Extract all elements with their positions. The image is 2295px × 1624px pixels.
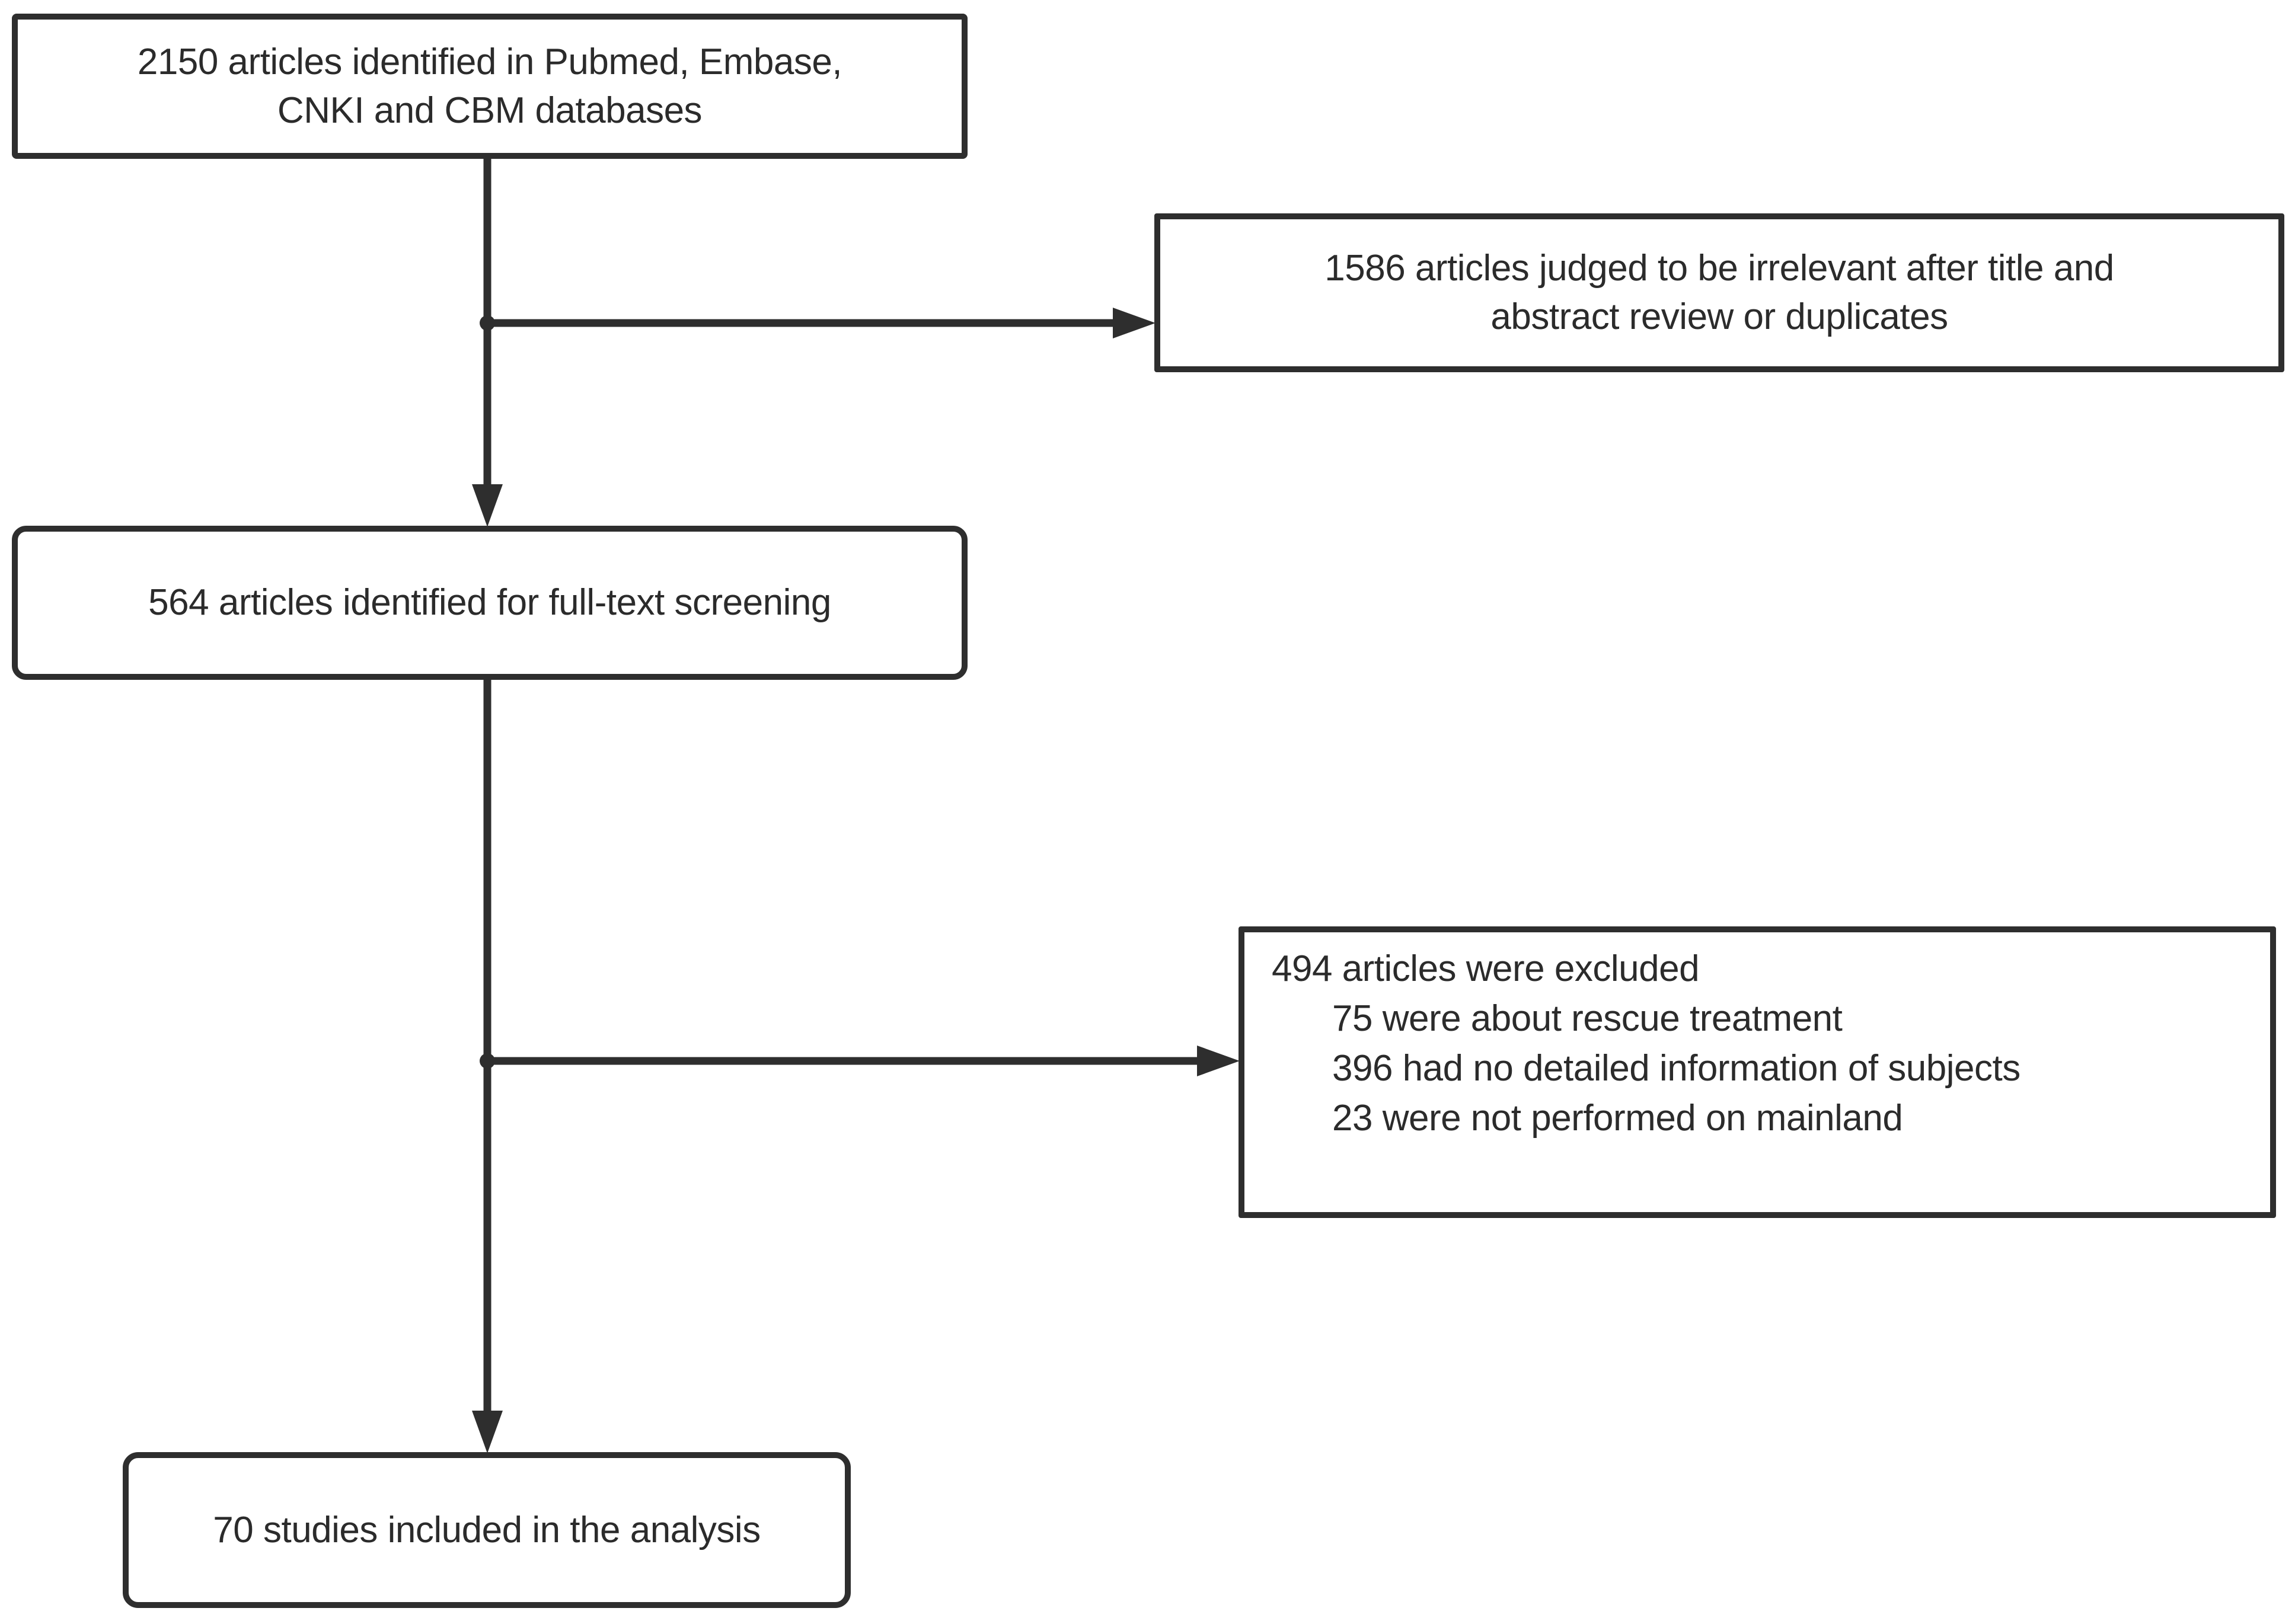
box-title-abstract-excluded-line2: abstract review or duplicates xyxy=(1490,296,1948,337)
box-fulltext-screening-text: 564 articles identified for full-text sc… xyxy=(148,582,831,623)
box-fulltext-screening: 564 articles identified for full-text sc… xyxy=(12,526,968,680)
box-articles-identified: 2150 articles identified in Pubmed, Emba… xyxy=(12,14,968,159)
box-fulltext-excluded-line1: 494 articles were excluded xyxy=(1272,948,1700,989)
arrowhead-right-title-abstract-excluded xyxy=(1113,308,1156,338)
box-articles-identified-line1: 2150 articles identified in Pubmed, Emba… xyxy=(137,41,842,82)
box-articles-identified-line2: CNKI and CBM databases xyxy=(277,89,703,131)
box-studies-included: 70 studies included in the analysis xyxy=(123,1452,851,1608)
arrowhead-down-fulltext xyxy=(472,484,503,527)
arrowhead-down-included xyxy=(472,1411,503,1453)
box-fulltext-excluded: 494 articles were excluded 75 were about… xyxy=(1239,926,2276,1218)
arrowhead-right-fulltext-excluded xyxy=(1197,1046,1240,1076)
box-title-abstract-excluded: 1586 articles judged to be irrelevant af… xyxy=(1154,213,2284,372)
box-title-abstract-excluded-line1: 1586 articles judged to be irrelevant af… xyxy=(1324,248,2114,289)
box-studies-included-text: 70 studies included in the analysis xyxy=(213,1509,761,1551)
box-fulltext-excluded-line2: 75 were about rescue treatment xyxy=(1332,998,1843,1039)
box-fulltext-excluded-line3: 396 had no detailed information of subje… xyxy=(1332,1048,2021,1089)
box-fulltext-excluded-line4: 23 were not performed on mainland xyxy=(1332,1098,1903,1139)
